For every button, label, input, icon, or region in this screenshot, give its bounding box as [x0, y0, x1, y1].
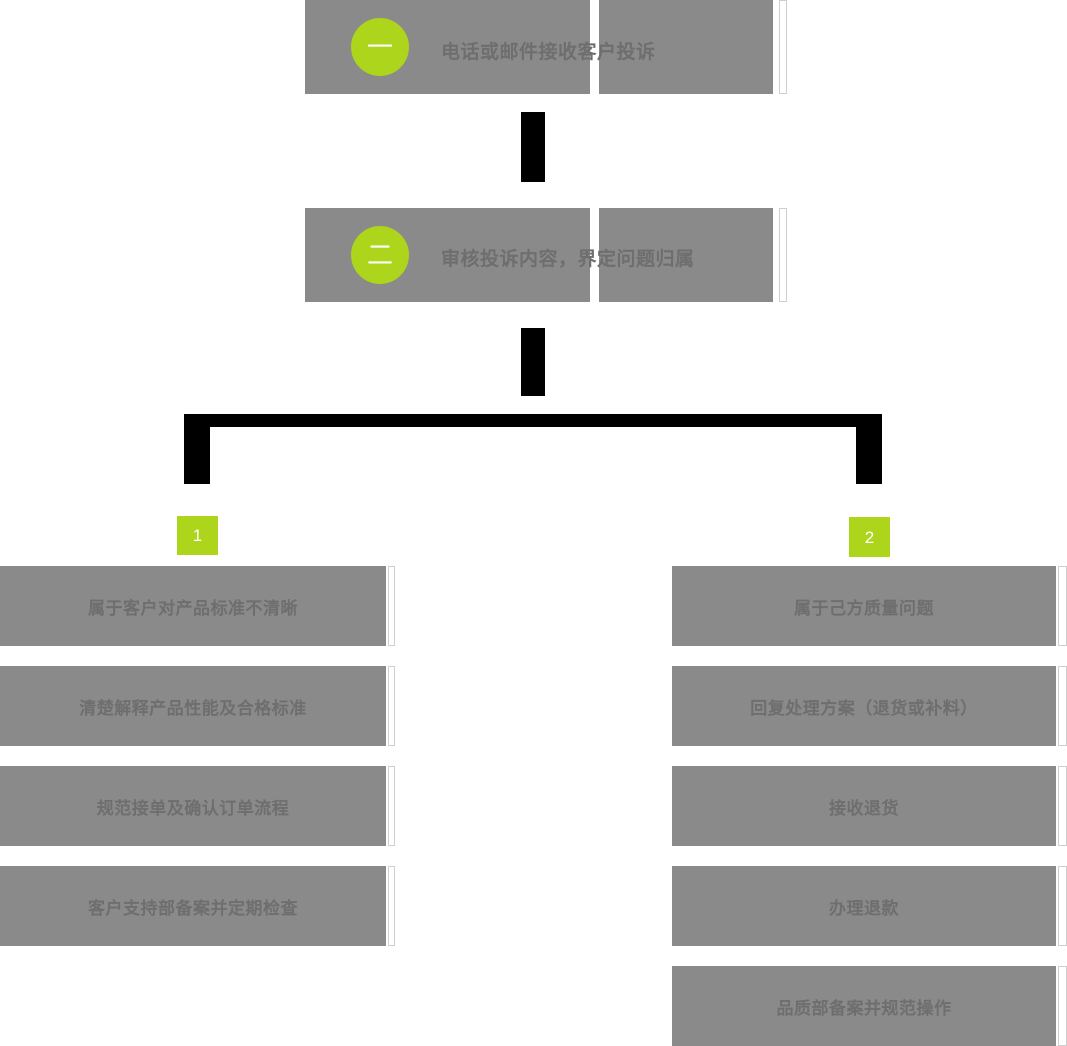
branch-2-step-2-edge-sliver: [1058, 666, 1067, 746]
branch-2-step-5[interactable]: 品质部备案并规范操作: [672, 966, 1056, 1046]
stage-1-marker-label: 一: [366, 32, 393, 62]
branch-2-step-1[interactable]: 属于己方质量问题: [672, 566, 1056, 646]
connector-stage2-to-split: [521, 328, 545, 396]
branch-drop-left: [184, 414, 210, 484]
branch-2-step-3[interactable]: 接收退货: [672, 766, 1056, 846]
branch-2-step-4-edge-sliver: [1058, 866, 1067, 946]
branch-2-step-4-label: 办理退款: [829, 898, 899, 918]
branch-badge-1-label: 1: [192, 526, 203, 545]
branch-2-step-2[interactable]: 回复处理方案（退货或补料）: [672, 666, 1056, 746]
branch-2-step-5-edge-sliver: [1058, 966, 1067, 1046]
stage-2-marker-label: 二: [366, 240, 393, 270]
stage-2-divider: [590, 208, 599, 302]
branch-1-step-2[interactable]: 清楚解释产品性能及合格标准: [0, 666, 386, 746]
branch-1-step-1-label: 属于客户对产品标准不清晰: [88, 598, 298, 618]
branch-2-step-5-label: 品质部备案并规范操作: [776, 998, 952, 1018]
branch-1-step-3-edge-sliver: [388, 766, 395, 846]
branch-badge-2: 2: [849, 517, 890, 557]
branch-2-step-4[interactable]: 办理退款: [672, 866, 1056, 946]
branch-1-step-2-label: 清楚解释产品性能及合格标准: [79, 698, 307, 718]
branch-drop-right: [856, 414, 882, 484]
branch-2-step-3-label: 接收退货: [829, 798, 899, 818]
branch-1-step-3-label: 规范接单及确认订单流程: [96, 798, 290, 818]
branch-1-step-4-edge-sliver: [388, 866, 395, 946]
branch-badge-1: 1: [177, 516, 218, 555]
connector-stage1-to-stage2: [521, 112, 545, 182]
branch-1-step-3[interactable]: 规范接单及确认订单流程: [0, 766, 386, 846]
branch-badge-2-label: 2: [864, 527, 875, 547]
branch-1-step-4[interactable]: 客户支持部备案并定期检查: [0, 866, 386, 946]
branch-2-step-3-edge-sliver: [1058, 766, 1067, 846]
branch-1-step-2-edge-sliver: [388, 666, 395, 746]
branch-1-step-4-label: 客户支持部备案并定期检查: [88, 898, 298, 918]
stage-2-edge-sliver: [779, 208, 787, 302]
stage-1-edge-sliver: [779, 0, 787, 94]
stage-1-marker-icon: 一: [351, 18, 409, 76]
branch-2-step-1-label: 属于己方质量问题: [794, 598, 934, 618]
stage-1-divider: [590, 0, 599, 94]
branch-1-step-1-edge-sliver: [388, 566, 395, 646]
branch-2-step-2-label: 回复处理方案（退货或补料）: [750, 698, 978, 718]
stage-1-label: 电话或邮件接收客户投诉: [441, 42, 656, 63]
branch-2-step-1-edge-sliver: [1058, 566, 1067, 646]
branch-1-step-1[interactable]: 属于客户对产品标准不清晰: [0, 566, 386, 646]
branch-split-bar: [184, 414, 882, 427]
stage-2-marker-icon: 二: [351, 226, 409, 284]
stage-2-label: 审核投诉内容，界定问题归属: [441, 249, 695, 270]
